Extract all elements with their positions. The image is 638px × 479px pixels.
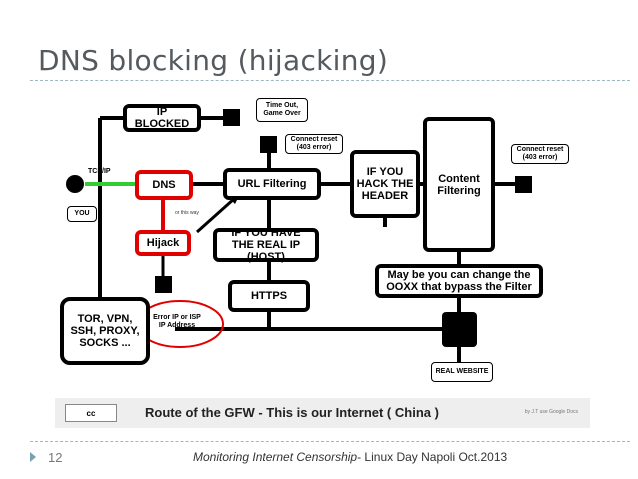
bullet-icon [30, 452, 36, 462]
gfw-route-diagram: IP BLOCKED Time Out, Game Over Connect r… [45, 92, 605, 397]
tcpip-label: TCP/IP [88, 168, 111, 175]
connect-reset-label-2: Connect reset (403 error) [511, 144, 569, 164]
timeout-label: Time Out, Game Over [256, 98, 308, 122]
title-divider [30, 80, 630, 81]
hijack-node [155, 276, 172, 293]
footer-rest: - Linux Day Napoli Oct.2013 [357, 450, 508, 464]
connect-reset-node-2 [515, 176, 532, 193]
tor-vpn-box: TOR, VPN, SSH, PROXY, SOCKS ... [60, 297, 150, 365]
connect-reset-label-1: Connect reset (403 error) [285, 134, 343, 154]
footer-italic: Monitoring Internet Censorship [193, 450, 358, 464]
url-filtering-box: URL Filtering [223, 168, 321, 200]
banner-text: Route of the GFW - This is our Internet … [145, 405, 439, 420]
real-website-node [442, 312, 477, 347]
https-box: HTTPS [228, 280, 310, 312]
page-number: 12 [48, 450, 63, 465]
slide-title: DNS blocking (hijacking) [38, 44, 389, 77]
dns-box: DNS [135, 170, 193, 200]
change-oxx-box: May be you can change the OOXX that bypa… [375, 264, 543, 298]
error-ip-label: Error IP or ISP IP Address [153, 314, 201, 329]
diagram-banner: cc Route of the GFW - This is our Intern… [55, 398, 590, 428]
banner-credit: by J.T use Google Docs [524, 409, 578, 415]
you-label: YOU [67, 206, 97, 222]
hack-header-box: IF YOU HACK THE HEADER [350, 150, 420, 218]
content-filtering-box: Content Filtering [423, 117, 495, 252]
slide-footer: Monitoring Internet Censorship- Linux Da… [193, 450, 507, 464]
real-website-label: REAL WEBSITE [431, 362, 493, 382]
real-ip-box: IF YOU HAVE THE REAL IP (HOST) [213, 227, 319, 263]
hijack-box: Hijack [135, 230, 191, 256]
diagram-connectors [66, 116, 515, 362]
timeout-node [223, 109, 240, 126]
footer-divider [30, 441, 630, 442]
or-this-way-label: or this way [175, 210, 199, 216]
cc-license-icon: cc [65, 404, 117, 422]
connect-reset-node-1 [260, 136, 277, 153]
ip-blocked-box: IP BLOCKED [123, 104, 201, 132]
